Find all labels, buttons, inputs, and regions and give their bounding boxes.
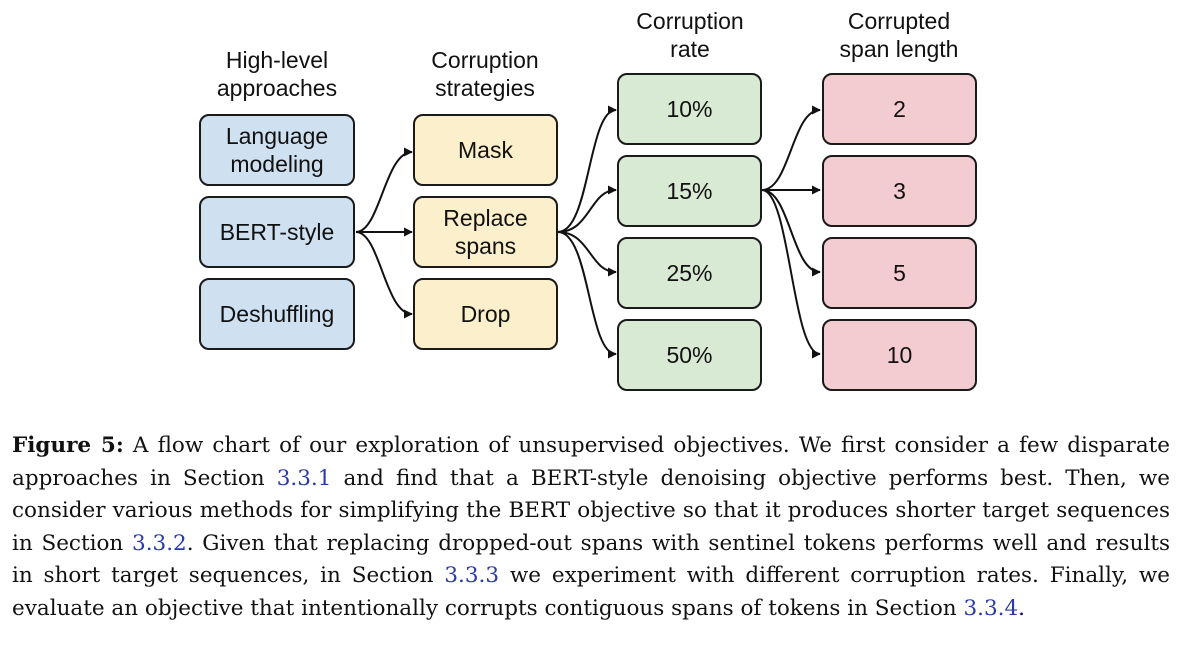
flow-arrows xyxy=(355,105,821,359)
arrow-replace-to-15 xyxy=(557,185,617,233)
span-length-2: 2 xyxy=(822,73,977,145)
strategy-label: Drop xyxy=(460,301,511,327)
header-span-length: Corrupted span length xyxy=(816,7,982,63)
rate-25: 25% xyxy=(617,237,762,309)
approach-language-modeling: Language modeling xyxy=(199,114,355,186)
arrow-replace-to-25 xyxy=(557,231,617,277)
strategy-drop: Drop xyxy=(413,278,558,350)
header-span-length-line2: span length xyxy=(839,36,959,62)
header-rate-line2: rate xyxy=(670,36,710,62)
rate-label: 25% xyxy=(666,260,713,286)
arrow-replace-to-50 xyxy=(557,231,617,359)
approach-label: BERT-style xyxy=(219,219,335,245)
strategy-mask: Mask xyxy=(413,114,558,186)
figure-caption: Figure 5: A flow chart of our exploratio… xyxy=(12,430,1170,625)
caption-text-2: and find that a BERT-style denoising obj… xyxy=(12,465,1170,556)
section-link-3-3-2[interactable]: 3.3.2 xyxy=(132,530,187,556)
strategy-label: Replace spans xyxy=(443,205,528,259)
caption-text-1: A flow chart of our exploration of unsup… xyxy=(12,433,1171,491)
header-strategies-line2: strategies xyxy=(435,75,535,101)
span-length-3: 3 xyxy=(822,155,977,227)
approach-deshuffling: Deshuffling xyxy=(199,278,355,350)
approach-label: Deshuffling xyxy=(219,301,335,327)
header-strategies-line1: Corruption xyxy=(431,47,539,73)
section-link-3-3-4[interactable]: 3.3.4 xyxy=(963,595,1019,621)
span-length-label: 3 xyxy=(893,178,906,204)
caption-text-3: . Given that replacing dropped-out spans… xyxy=(12,530,1170,589)
strategy-label: Mask xyxy=(458,137,513,163)
strategy-replace-spans: Replace spans xyxy=(413,196,558,268)
section-link-3-3-3[interactable]: 3.3.3 xyxy=(444,563,500,588)
arrow-15-to-2 xyxy=(761,105,821,191)
arrow-15-to-10 xyxy=(761,189,821,359)
header-approaches: High-level approaches xyxy=(198,46,356,102)
header-rate: Corruption rate xyxy=(612,7,768,63)
rate-label: 15% xyxy=(666,178,713,204)
caption-text-4: we experiment with different corruption … xyxy=(12,563,1170,621)
header-approaches-line1: High-level xyxy=(225,47,329,73)
rate-10: 10% xyxy=(617,73,762,145)
caption-text-5: . xyxy=(1018,595,1026,621)
rate-label: 10% xyxy=(666,96,713,122)
arrow-bert-to-mask xyxy=(355,147,413,233)
approach-bert-style: BERT-style xyxy=(199,196,355,268)
arrow-replace-to-10 xyxy=(557,105,617,233)
arrow-15-to-5 xyxy=(761,189,821,277)
section-link-3-3-1[interactable]: 3.3.1 xyxy=(276,465,332,491)
span-length-5: 5 xyxy=(822,237,977,309)
span-length-label: 2 xyxy=(893,96,906,122)
rate-15: 15% xyxy=(617,155,762,227)
approach-label: Language modeling xyxy=(225,123,329,177)
caption-label: Figure 5: xyxy=(12,433,124,458)
span-length-label: 10 xyxy=(886,342,913,368)
header-rate-line1: Corruption xyxy=(636,8,744,34)
span-length-label: 5 xyxy=(893,260,906,286)
rate-50: 50% xyxy=(617,319,762,391)
header-approaches-line2: approaches xyxy=(216,75,338,101)
header-strategies: Corruption strategies xyxy=(410,46,560,102)
span-length-10: 10 xyxy=(822,319,977,391)
rate-label: 50% xyxy=(666,342,713,368)
header-span-length-line1: Corrupted xyxy=(847,8,951,34)
arrow-bert-to-drop xyxy=(355,231,413,319)
